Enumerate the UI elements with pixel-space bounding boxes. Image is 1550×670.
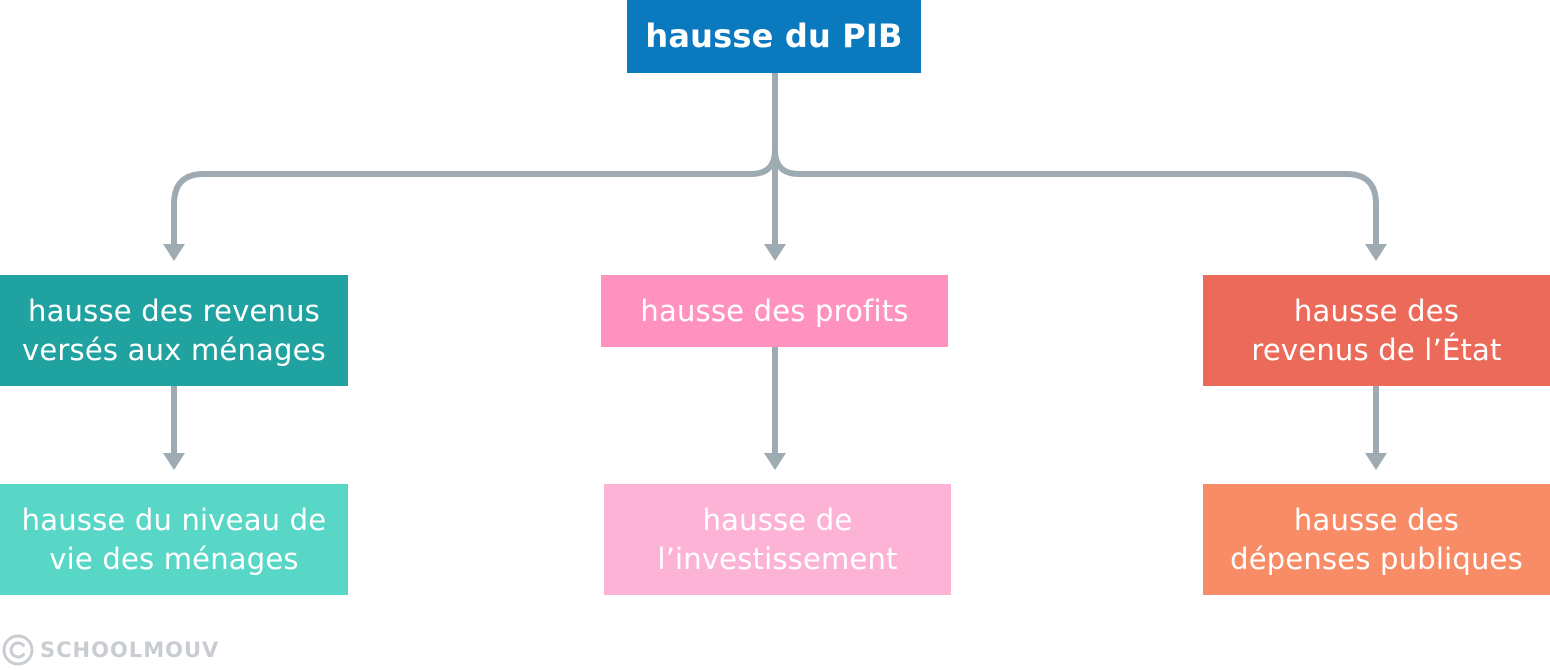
node-hausse-pib-label: hausse du PIB — [645, 17, 903, 55]
arrowhead-etat — [1365, 244, 1387, 261]
node-hausse-profits: hausse des profits — [601, 275, 948, 347]
node-hausse-revenus-line1: hausse des revenus — [28, 293, 320, 328]
node-hausse-depenses: hausse des dépenses publiques — [1203, 484, 1550, 595]
node-hausse-investissement: hausse de l’investissement — [604, 484, 951, 595]
arrowhead-depenses — [1365, 453, 1387, 470]
node-hausse-niveau-vie-line2: vie des ménages — [49, 541, 299, 576]
connector-root-to-etat — [772, 147, 1379, 250]
copyright-icon — [2, 634, 34, 666]
node-hausse-revenus-etat: hausse des revenus de l’État — [1203, 275, 1550, 386]
node-hausse-niveau-vie-line1: hausse du niveau de — [21, 502, 327, 537]
node-hausse-investissement-line2: l’investissement — [657, 541, 898, 576]
arrowhead-revenus — [163, 244, 185, 261]
node-hausse-depenses-line2: dépenses publiques — [1230, 541, 1523, 576]
node-hausse-revenus-etat-line1: hausse des — [1293, 293, 1460, 328]
node-hausse-revenus-line2: versés aux ménages — [22, 332, 326, 367]
arrowhead-profits — [764, 244, 786, 261]
node-hausse-depenses-line1: hausse des — [1293, 502, 1460, 537]
connector-root-to-revenus — [171, 147, 778, 250]
arrowhead-niveau-vie — [163, 453, 185, 470]
arrowhead-investissement — [764, 453, 786, 470]
node-hausse-investissement-line1: hausse de — [702, 502, 853, 537]
node-hausse-pib: hausse du PIB — [627, 0, 921, 73]
node-hausse-niveau-vie: hausse du niveau de vie des ménages — [0, 484, 348, 595]
node-hausse-profits-label: hausse des profits — [640, 293, 909, 328]
node-hausse-revenus: hausse des revenus versés aux ménages — [0, 275, 348, 386]
watermark: SCHOOLMOUV — [2, 630, 219, 670]
watermark-text: SCHOOLMOUV — [40, 638, 220, 662]
node-hausse-revenus-etat-line2: revenus de l’État — [1251, 332, 1502, 367]
